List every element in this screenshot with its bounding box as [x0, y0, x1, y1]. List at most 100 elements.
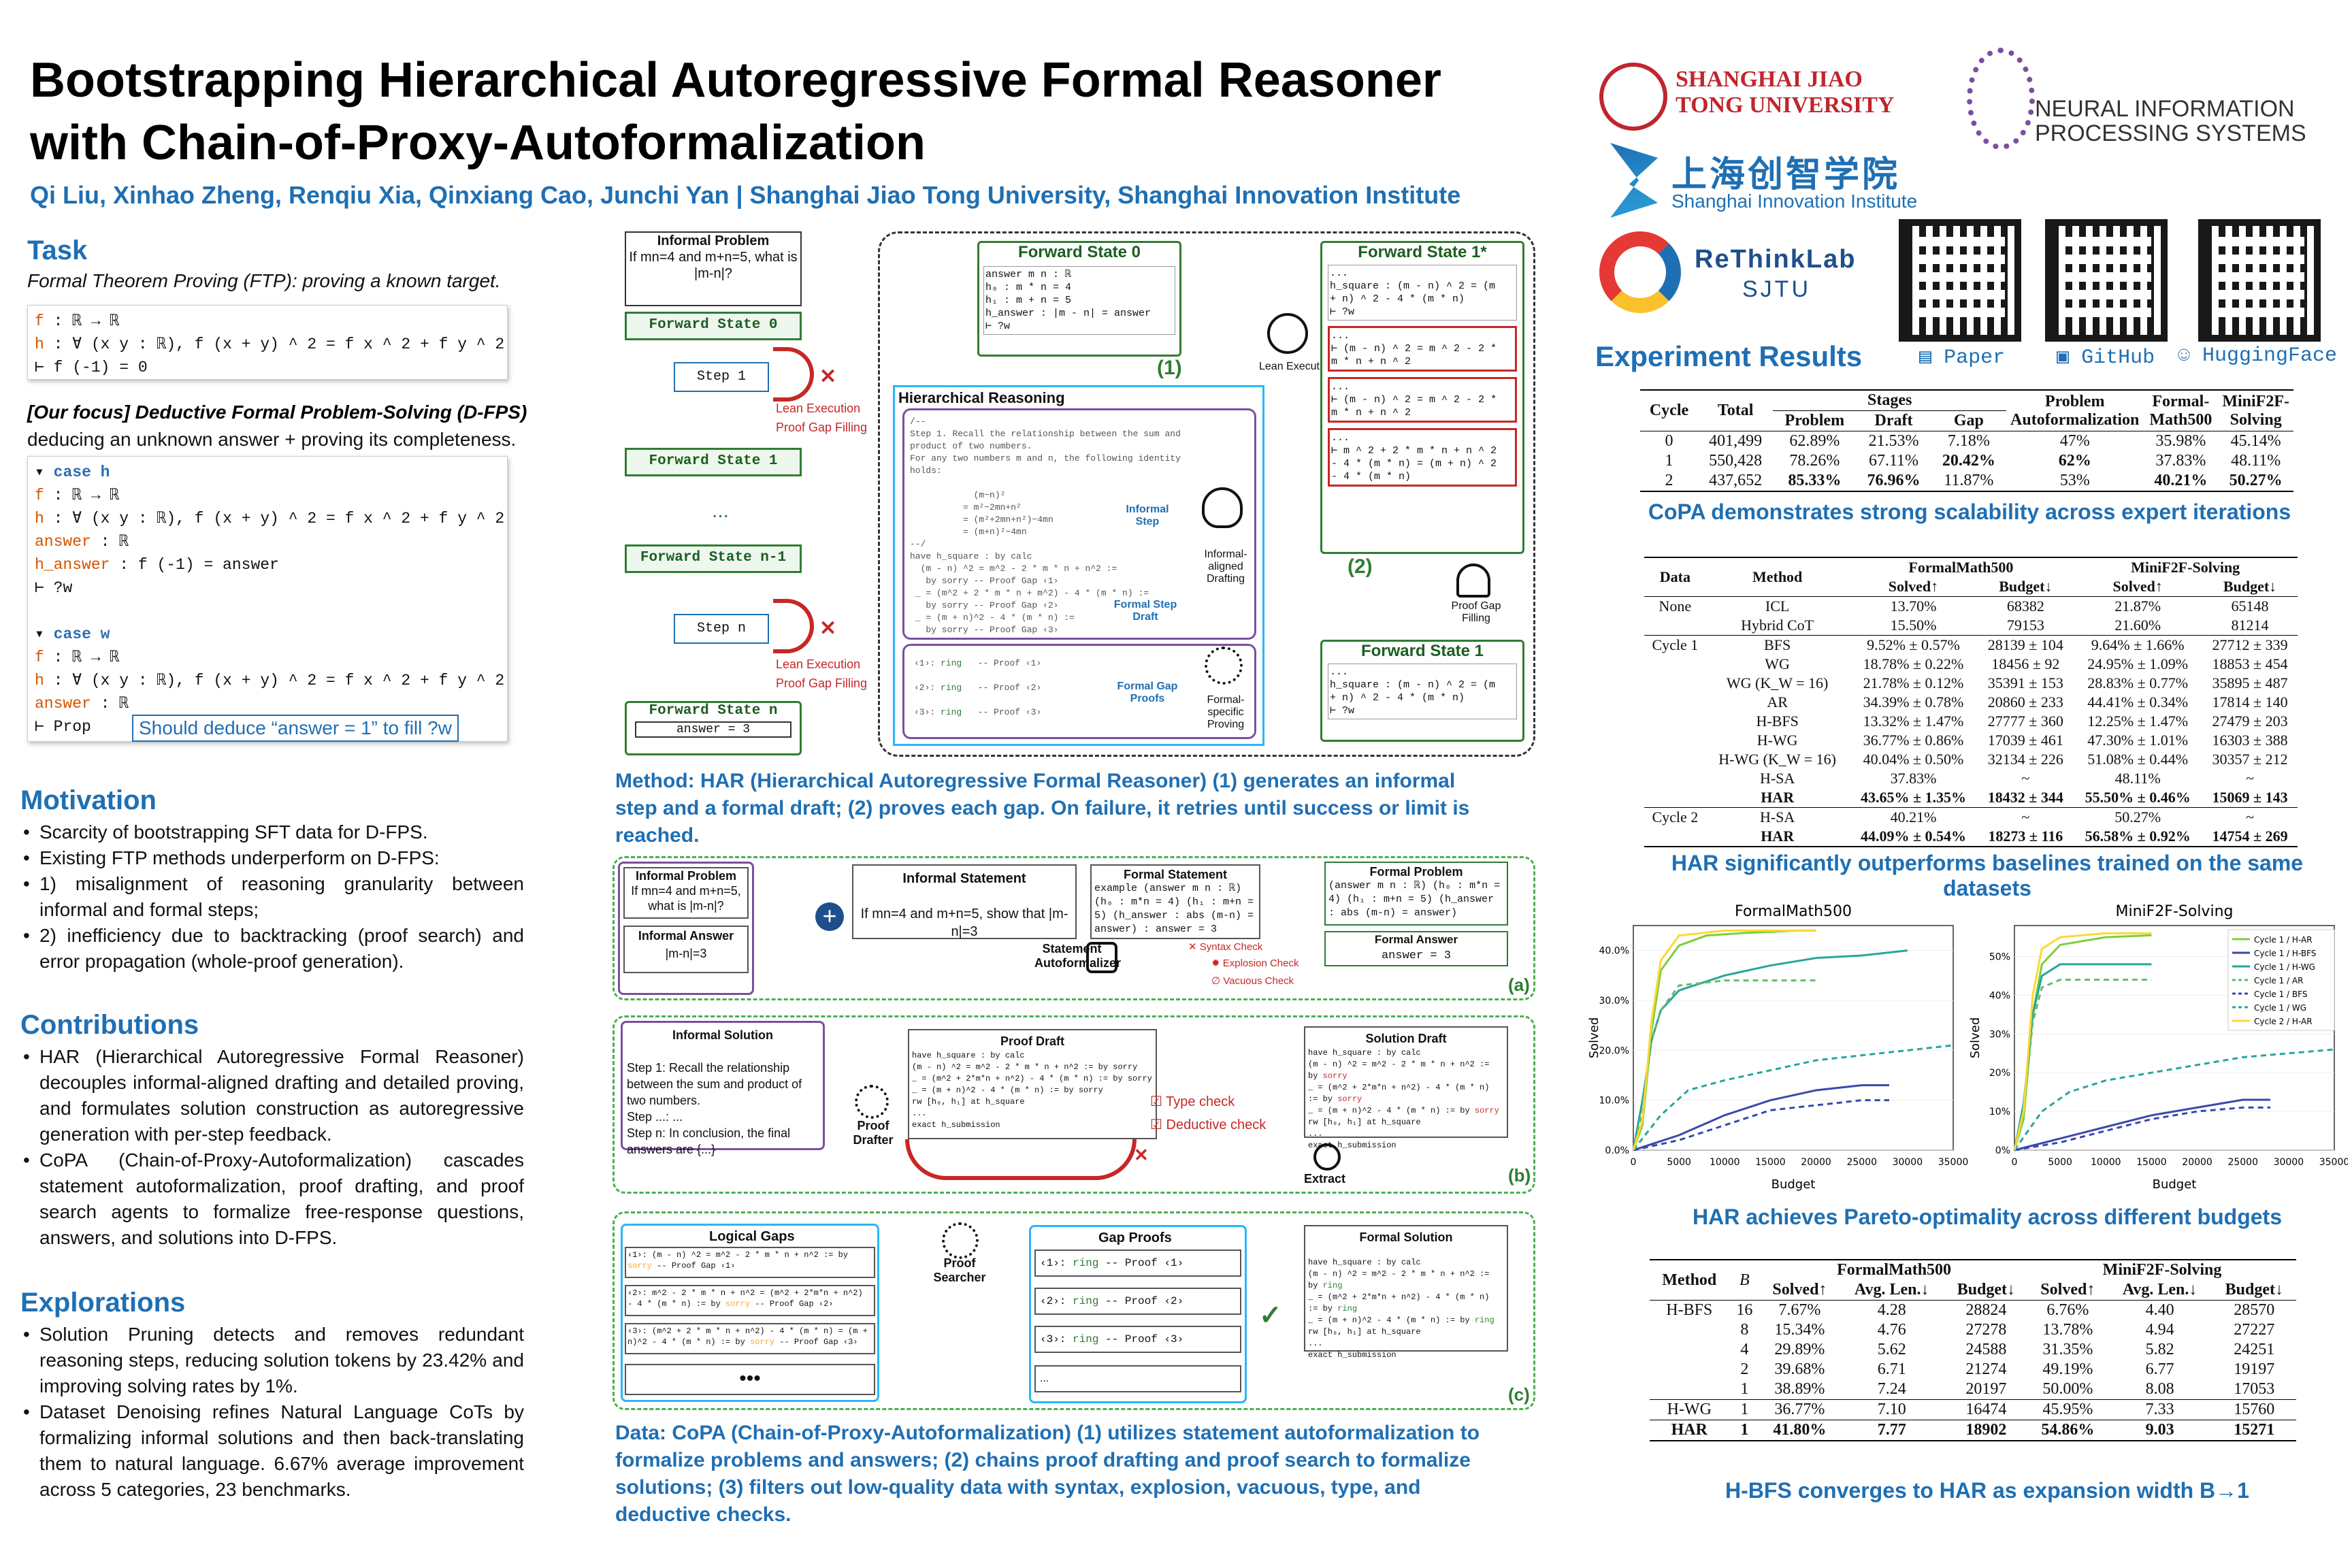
- gap-2: ‹2›: m^2 - 2 * m * n + n^2 = (m^2 + 2*m*…: [625, 1285, 875, 1316]
- forward-state-0: Forward State 0: [625, 312, 802, 340]
- table-cell: 62.89%: [1789, 432, 1840, 450]
- method-caption: Method: HAR (Hierarchical Autoregressive…: [615, 770, 1470, 847]
- legend-entry: Cycle 1 / AR: [2254, 976, 2303, 985]
- table-cell: 20.42%: [1942, 452, 1995, 470]
- forward-state-n-1: Forward State n-1: [625, 544, 802, 573]
- contributions-list: HAR (Hierarchical Autoregressive Formal …: [20, 1044, 524, 1251]
- table-cell: 2: [1740, 1360, 1749, 1378]
- results-heading: Experiment Results: [1595, 340, 1863, 372]
- table-cell: 6.76%: [2046, 1301, 2089, 1319]
- table-cell: 18456 ± 92: [1991, 655, 2060, 672]
- table-cell: 401,499: [1709, 432, 1763, 450]
- table-cell: 437,652: [1709, 472, 1763, 489]
- table-cell: 15.50%: [1890, 617, 1937, 634]
- table-cell: 6.77: [2145, 1360, 2174, 1378]
- table-cell: 4.76: [1877, 1321, 1906, 1339]
- explorations-heading: Explorations: [20, 1288, 186, 1318]
- x-tick-label: 30000: [2274, 1157, 2304, 1168]
- sii-logo: 上海创智学院 Shanghai Innovation Institute: [1610, 143, 1937, 218]
- x-tick-label: 20000: [1801, 1157, 1831, 1168]
- table-cell: H-WG: [1667, 1401, 1712, 1418]
- series-line-1: [1633, 1084, 1889, 1152]
- table-row: Solved↑ Budget↓ Solved↑ Budget↓: [1644, 577, 2298, 597]
- table-cell: 40.04% ± 0.50%: [1863, 751, 1964, 768]
- extract-label: Extract: [1304, 1172, 1346, 1186]
- retry-arrow-icon: [905, 1139, 1137, 1180]
- table-cell: 44.09% ± 0.54%: [1860, 828, 1967, 845]
- legend-entry: Cycle 2 / H-AR: [2254, 1017, 2313, 1026]
- chart-title: MiniF2F-Solving: [2116, 903, 2234, 920]
- scalability-caption: CoPA demonstrates strong scalability acr…: [1648, 500, 2291, 524]
- table-cell: 5.82: [2145, 1341, 2174, 1358]
- y-tick-label: 30%: [1989, 1029, 2010, 1040]
- paper-link[interactable]: ▤ Paper: [1919, 346, 2006, 370]
- fail-icon: ✕: [1134, 1145, 1149, 1165]
- series-line-0: [2013, 934, 2152, 1151]
- table-cell: [1650, 1320, 1729, 1340]
- table-cell: [1650, 1340, 1729, 1360]
- table-cell: 8: [1740, 1321, 1749, 1339]
- sjtu-logo: SHANGHAI JIAO TONG UNIVERSITY: [1599, 63, 1919, 131]
- table-cell: 4: [1740, 1341, 1749, 1358]
- gap-proofs-box: [1029, 1225, 1247, 1403]
- paper-qr-code[interactable]: [1899, 219, 2021, 342]
- table-cell: 16303 ± 388: [2212, 732, 2288, 749]
- label-c: (c): [1508, 1384, 1530, 1405]
- table-cell: 29.89%: [1774, 1341, 1825, 1358]
- table-cell: 5.62: [1877, 1341, 1906, 1358]
- table-row: Solved↑ Avg. Len.↓ Budget↓ Solved↑ Avg. …: [1650, 1280, 2296, 1301]
- table-cell: 28570: [2234, 1301, 2275, 1319]
- github-qr-code[interactable]: [2045, 219, 2168, 342]
- table-row: Problem Draft Gap: [1640, 411, 2293, 431]
- fs1star-box: Forward State 1* ... h_square : (m - n) …: [1320, 241, 1524, 554]
- label-1: (1): [1157, 357, 1182, 379]
- table-cell: 32134 ± 226: [1987, 751, 2063, 768]
- table-cell: Cycle 2: [1652, 808, 1699, 826]
- table-cell: 49.19%: [2042, 1360, 2093, 1378]
- table-cell: 36.77%: [1774, 1401, 1825, 1418]
- table-cell: [1644, 827, 1706, 847]
- table-cell: 27712 ± 339: [2212, 636, 2288, 653]
- pgf-label: Proof Gap Filling: [1451, 600, 1501, 624]
- huggingface-link[interactable]: ☺ HuggingFace: [2178, 344, 2338, 368]
- legend-entry: Cycle 1 / H-WG: [2254, 962, 2315, 972]
- motivation-list: Scarcity of bootstrapping SFT data for D…: [20, 819, 524, 975]
- table-cell: None: [1659, 598, 1692, 615]
- x-tick-label: 5000: [1667, 1157, 1691, 1168]
- table-cell: [1644, 769, 1706, 788]
- list-item: 1) misalignment of reasoning granularity…: [20, 871, 524, 923]
- sjtu-seal-icon: [1599, 63, 1667, 131]
- proof-drafter-label: Proof Drafter: [853, 1119, 894, 1147]
- table-cell: 36.77% ± 0.86%: [1863, 732, 1964, 749]
- authors: Qi Liu, Xinhao Zheng, Renqiu Xia, Qinxia…: [30, 181, 1461, 209]
- table-cell: 17053: [2234, 1380, 2275, 1398]
- table-cell: 67.11%: [1868, 452, 1919, 470]
- informal-drafting-box: /-- Step 1. Recall the relationship betw…: [902, 408, 1256, 640]
- legend-entry: Cycle 1 / WG: [2254, 1003, 2306, 1013]
- table-cell: 15069 ± 143: [2212, 789, 2288, 806]
- table-cell: 35391 ± 153: [1987, 674, 2063, 691]
- huggingface-qr-code[interactable]: [2198, 219, 2321, 342]
- table-cell: 13.70%: [1890, 598, 1937, 615]
- table-cell: H-WG (K_W = 16): [1718, 751, 1836, 768]
- x-tick-label: 15000: [2136, 1157, 2167, 1168]
- motivation-heading: Motivation: [20, 785, 157, 815]
- table-cell: 78.26%: [1789, 452, 1840, 470]
- github-link[interactable]: ▣ GitHub: [2057, 346, 2155, 370]
- gap-1: ‹1›: (m - n) ^2 = m^2 - 2 * m * n + n^2 …: [625, 1247, 875, 1278]
- table-cell: 37.83%: [1890, 770, 1937, 787]
- table-cell: 7.33: [2145, 1401, 2174, 1418]
- drafter-icon: [855, 1085, 889, 1119]
- list-item: Scarcity of bootstrapping SFT data for D…: [20, 819, 524, 845]
- proof-more: ...: [1034, 1365, 1241, 1392]
